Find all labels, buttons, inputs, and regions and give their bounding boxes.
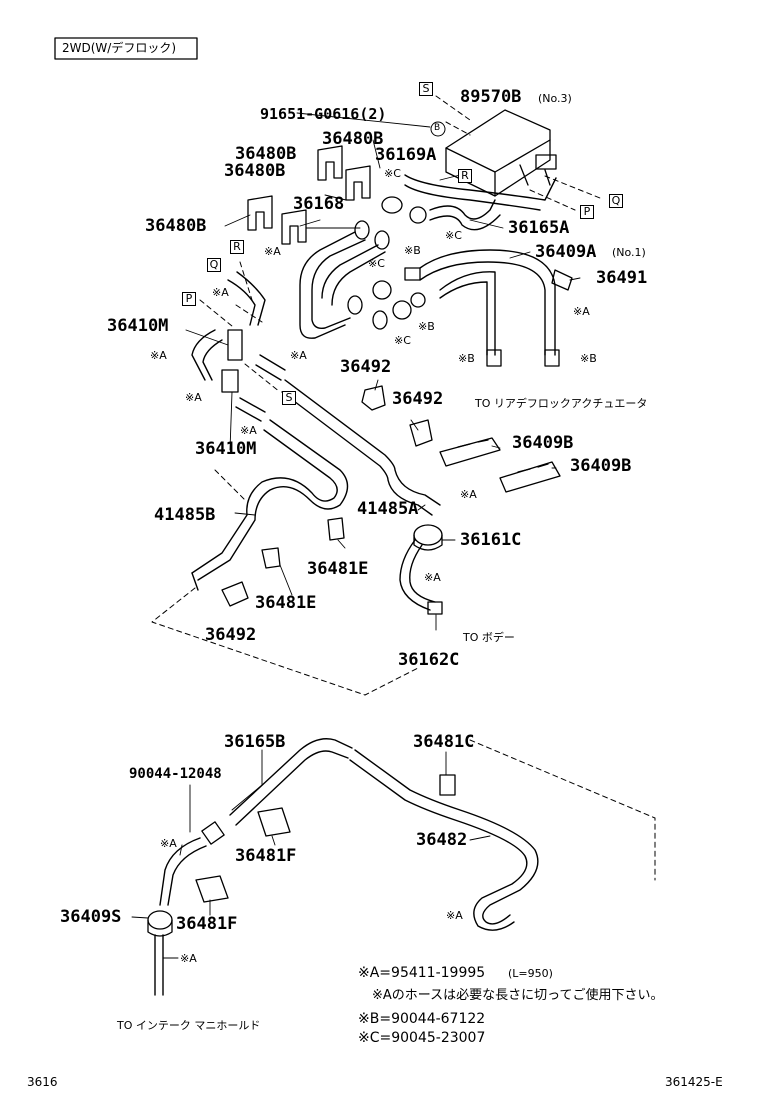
part-91651-g0616: 91651-G0616(2) — [260, 105, 387, 123]
ref-a-10: ※A — [160, 837, 177, 850]
header-tag-frame — [54, 37, 198, 60]
part-36480b-d: 36480B — [145, 216, 207, 236]
vsv-module-89570b — [445, 109, 557, 197]
ref-a-9: ※A — [424, 571, 441, 584]
box-marker-p-right: P — [580, 205, 594, 219]
dest-body: TO ボデー — [463, 631, 515, 644]
ref-b-2: ※B — [418, 320, 435, 333]
footer-page-code: 3616 — [27, 1075, 58, 1089]
part-36410m-a: 36410M — [107, 316, 169, 336]
part-89570b-suffix: (No.3) — [538, 92, 572, 105]
header-tag: 2WD(W/デフロック) — [62, 41, 177, 55]
ref-c-4: ※C — [394, 334, 411, 347]
part-36491: 36491 — [596, 268, 648, 288]
part-36492-a: 36492 — [340, 357, 392, 377]
box-marker-p-left: P — [182, 292, 196, 306]
ref-a-7: ※A — [240, 424, 257, 437]
ref-c-1: ※C — [384, 167, 401, 180]
part-36480b-b: 36480B — [235, 144, 297, 164]
ref-b-1: ※B — [404, 244, 421, 257]
part-36482: 36482 — [416, 830, 468, 850]
ref-c-3: ※C — [368, 257, 385, 270]
ref-a-4: ※A — [150, 349, 167, 362]
part-36480b-c: 36480B — [224, 161, 286, 181]
part-36481e-b: 36481E — [255, 593, 317, 613]
ref-a-6: ※A — [185, 391, 202, 404]
part-36481e-a: 36481E — [307, 559, 369, 579]
part-36169a: 36169A — [375, 145, 437, 165]
ref-a-1: ※A — [264, 245, 281, 258]
part-36409a-suffix: (No.1) — [612, 246, 646, 259]
part-36481f-b: 36481F — [176, 914, 238, 934]
box-marker-r-top: R — [458, 169, 472, 183]
fittings — [221, 145, 573, 615]
part-36409b-a: 36409B — [512, 433, 574, 453]
part-36481c: 36481C — [413, 732, 475, 752]
legend-a-length: (L=950) — [508, 967, 553, 980]
part-36165a: 36165A — [508, 218, 570, 238]
ref-a-3: ※A — [573, 305, 590, 318]
legend-c-line: ※C=90045-23007 — [358, 1030, 486, 1046]
part-41485a: 41485A — [357, 499, 419, 519]
ref-b-4: ※B — [580, 352, 597, 365]
part-36492-c: 36492 — [205, 625, 257, 645]
part-89570b: 89570B — [460, 87, 522, 107]
part-36409a: 36409A — [535, 242, 597, 262]
box-marker-r-left: R — [230, 240, 244, 254]
part-90044-12048: 90044-12048 — [129, 766, 222, 782]
box-marker-q-right: Q — [609, 194, 623, 208]
part-36410m-b: 36410M — [195, 439, 257, 459]
circle-marker-b-label: B — [434, 123, 441, 133]
ref-b-3: ※B — [458, 352, 475, 365]
legend-a-note: ※Aのホースは必要な長さに切ってご使用下さい。 — [372, 988, 664, 1003]
legend-a-line: ※A=95411-19995 — [358, 965, 486, 981]
part-36481f-a: 36481F — [235, 846, 297, 866]
box-marker-s-top: S — [419, 82, 433, 96]
ref-c-2: ※C — [445, 229, 462, 242]
part-36162c: 36162C — [398, 650, 460, 670]
dest-rear-diff-actuator: TO リアデフロックアクチュエータ — [475, 397, 648, 410]
dest-intake-manifold: TO インテーク マニホールド — [117, 1019, 261, 1032]
legend-b-line: ※B=90044-67122 — [358, 1011, 486, 1027]
footer-figure-code: 361425-E — [665, 1075, 723, 1089]
ref-a-2: ※A — [212, 286, 229, 299]
circle-marker-b — [430, 121, 446, 137]
ref-a-5: ※A — [290, 349, 307, 362]
box-marker-s-left: S — [282, 391, 296, 405]
part-36492-b: 36492 — [392, 389, 444, 409]
part-36165b: 36165B — [224, 732, 286, 752]
part-36480b-a: 36480B — [322, 129, 384, 149]
part-36409b-b: 36409B — [570, 456, 632, 476]
part-36168: 36168 — [293, 194, 345, 214]
ref-a-12: ※A — [180, 952, 197, 965]
ref-a-11: ※A — [446, 909, 463, 922]
box-marker-q-left: Q — [207, 258, 221, 272]
part-36409s: 36409S — [60, 907, 122, 927]
ref-a-8: ※A — [460, 488, 477, 501]
part-36161c: 36161C — [460, 530, 522, 550]
part-41485b: 41485B — [154, 505, 216, 525]
